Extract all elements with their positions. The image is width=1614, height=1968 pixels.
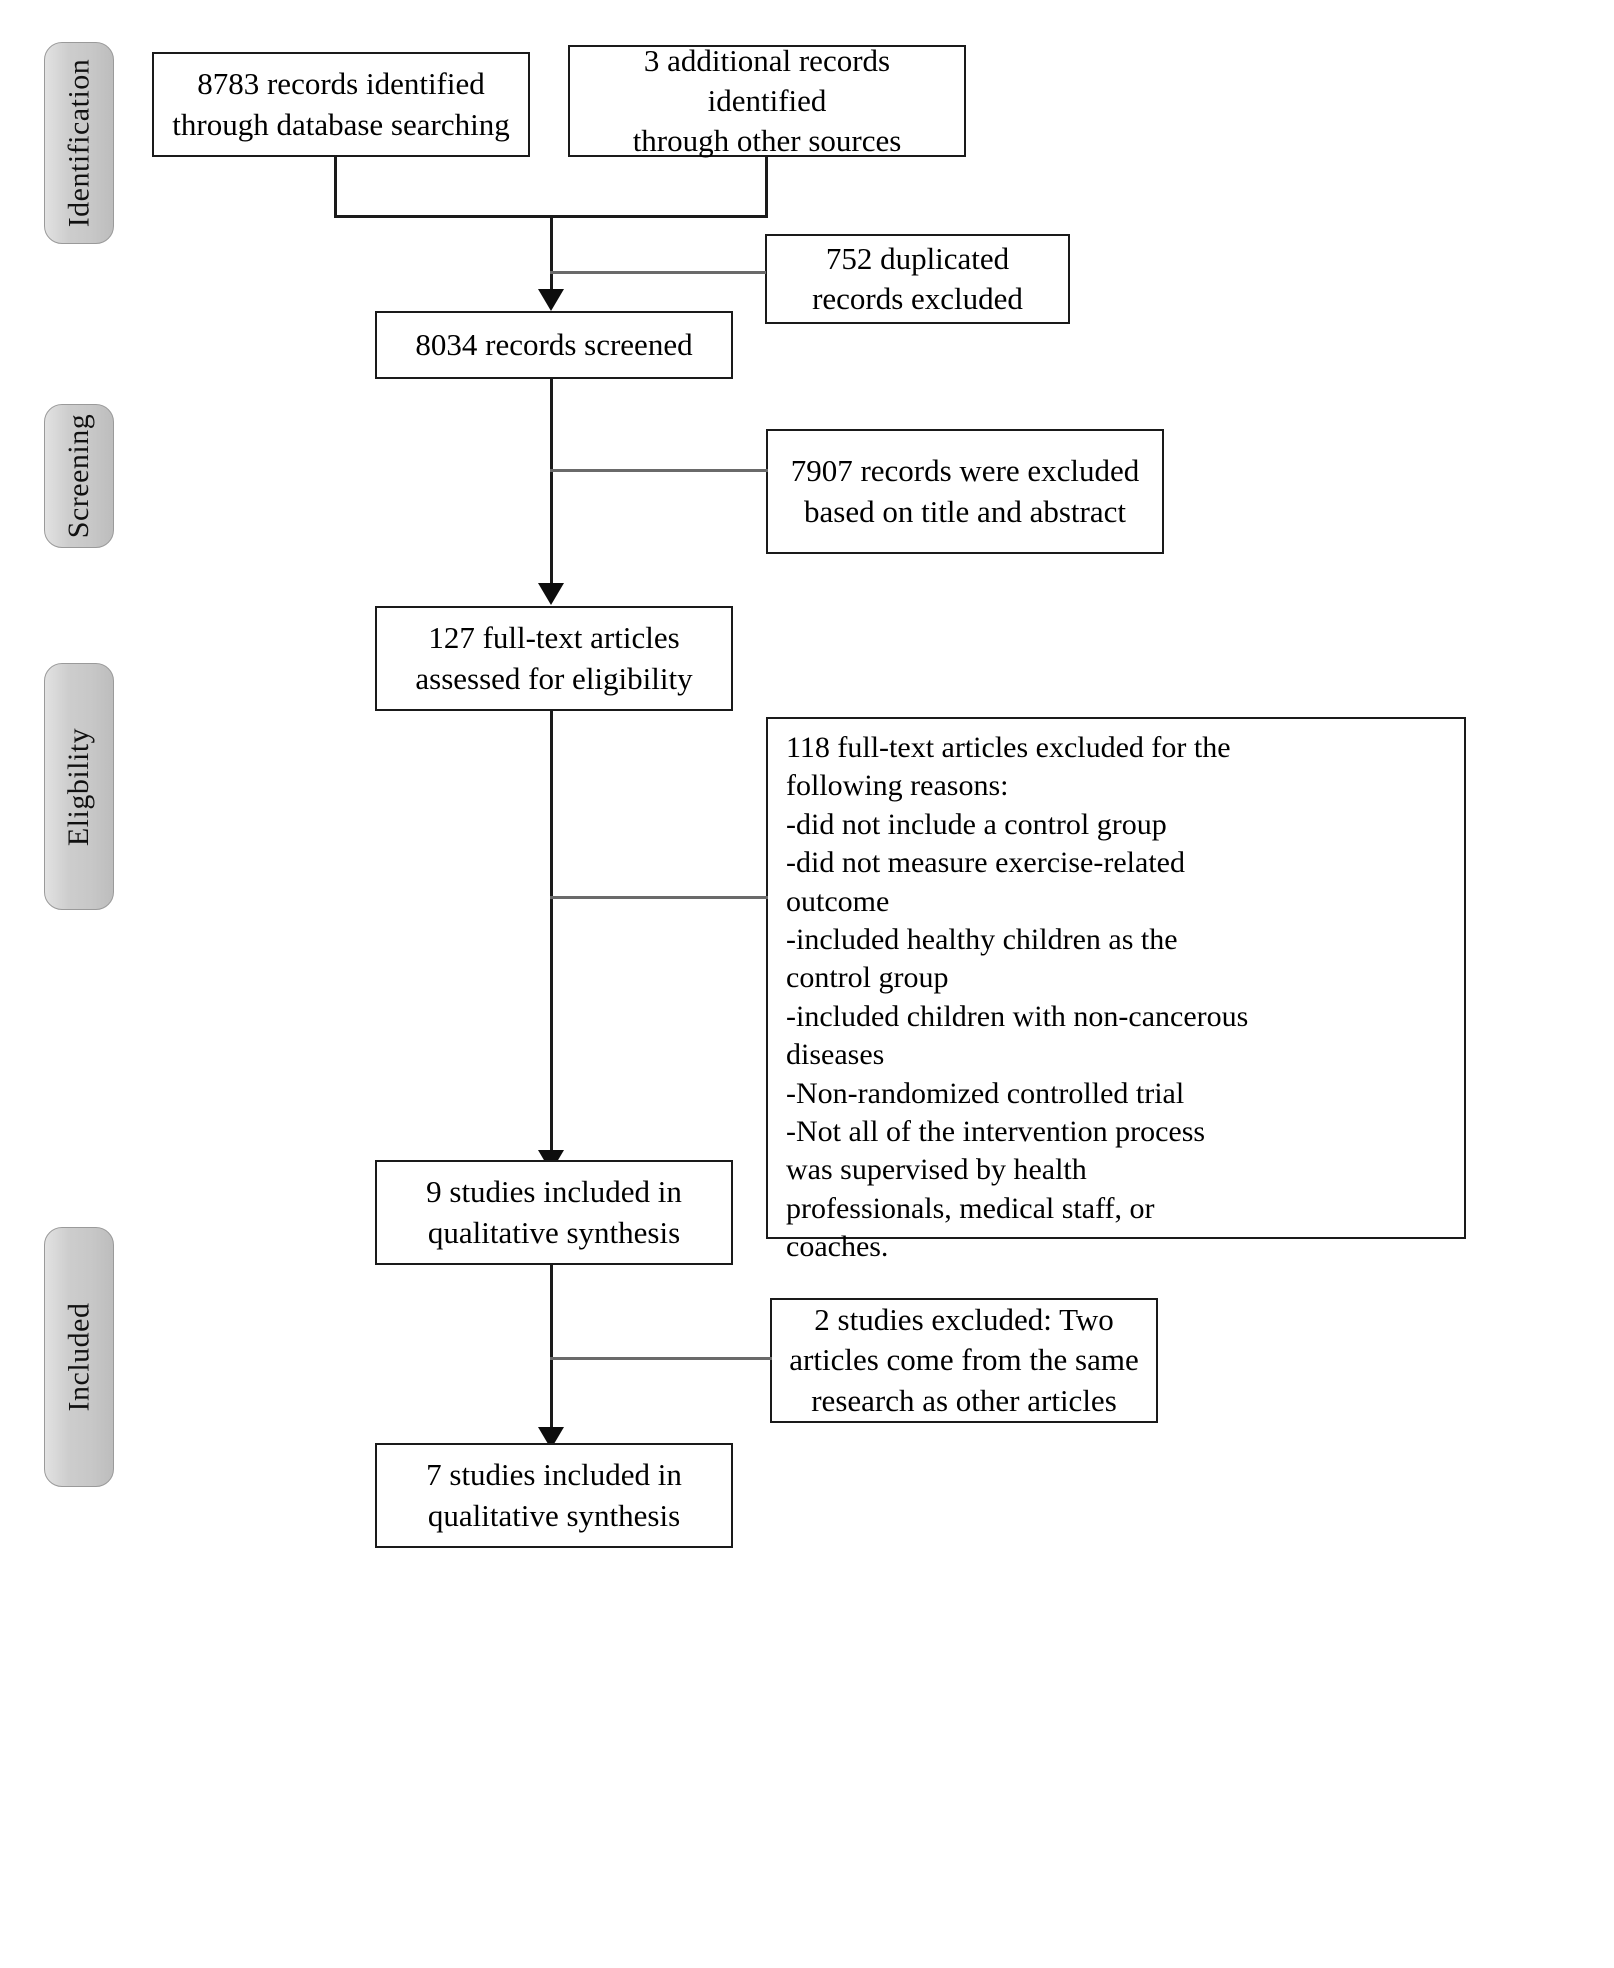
connector-screened-to-fulltext <box>550 379 553 589</box>
box-records-screened-text: 8034 records screened <box>415 326 693 362</box>
box-studies-excluded-two: 2 studies excluded: Two articles come fr… <box>770 1298 1158 1423</box>
box-fulltext-excluded-text: 118 full-text articles excluded for the … <box>786 731 1249 1264</box>
connector-nine-to-seven <box>550 1265 553 1433</box>
box-other-records-text: 3 additional records identified through … <box>632 42 902 159</box>
connector-trunk-to-duplicates <box>550 271 766 274</box>
box-title-abstract-excluded: 7907 records were excluded based on titl… <box>766 429 1164 554</box>
stage-label-included-text: Included <box>62 1302 95 1412</box>
box-database-records-text: 8783 records identified through database… <box>172 66 510 142</box>
box-qualitative-seven-text: 7 studies included in qualitative synthe… <box>426 1457 682 1533</box>
stage-label-screening: Screening <box>44 404 114 548</box>
box-fulltext-excluded: 118 full-text articles excluded for the … <box>766 717 1466 1263</box>
box-duplicates-excluded: 752 duplicated records excluded <box>765 234 1070 324</box>
connector-trunk-to-fulltext-excluded <box>550 896 768 899</box>
stage-label-screening-text: Screening <box>62 413 95 539</box>
stage-label-identification: Identification <box>44 42 114 244</box>
box-studies-excluded-two-text: 2 studies excluded: Two articles come fr… <box>789 1302 1139 1418</box>
connector-fulltext-to-qualitative-nine <box>550 711 553 1156</box>
box-other-records: 3 additional records identified through … <box>568 43 966 158</box>
box-qualitative-nine: 9 studies included in qualitative synthe… <box>375 1160 733 1265</box>
box-database-records: 8783 records identified through database… <box>152 52 530 157</box>
box-fulltext-assessed-text: 127 full-text articles assessed for elig… <box>415 620 693 696</box>
box-title-abstract-excluded-text: 7907 records were excluded based on titl… <box>790 453 1140 529</box>
connector-other-stem <box>765 157 768 217</box>
connector-database-stem <box>334 157 337 217</box>
stage-label-identification-text: Identification <box>62 58 96 228</box>
box-qualitative-seven: 7 studies included in qualitative synthe… <box>375 1443 733 1548</box>
arrowhead-to-records-screened <box>538 289 564 311</box>
stage-label-eligibility-text: Eligbility <box>62 727 95 846</box>
connector-merge-to-screened <box>550 215 553 293</box>
box-records-screened: 8034 records screened <box>375 311 733 379</box>
box-duplicates-excluded-text: 752 duplicated records excluded <box>812 240 1023 316</box>
connector-trunk-to-studies-excluded-two <box>550 1357 772 1360</box>
stage-label-eligibility: Eligbility <box>44 663 114 910</box>
arrowhead-to-fulltext-assessed <box>538 583 564 605</box>
stage-label-included: Included <box>44 1227 114 1487</box>
box-fulltext-assessed: 127 full-text articles assessed for elig… <box>375 606 733 711</box>
box-qualitative-nine-text: 9 studies included in qualitative synthe… <box>426 1174 682 1250</box>
connector-trunk-to-title-abstract <box>550 469 768 472</box>
